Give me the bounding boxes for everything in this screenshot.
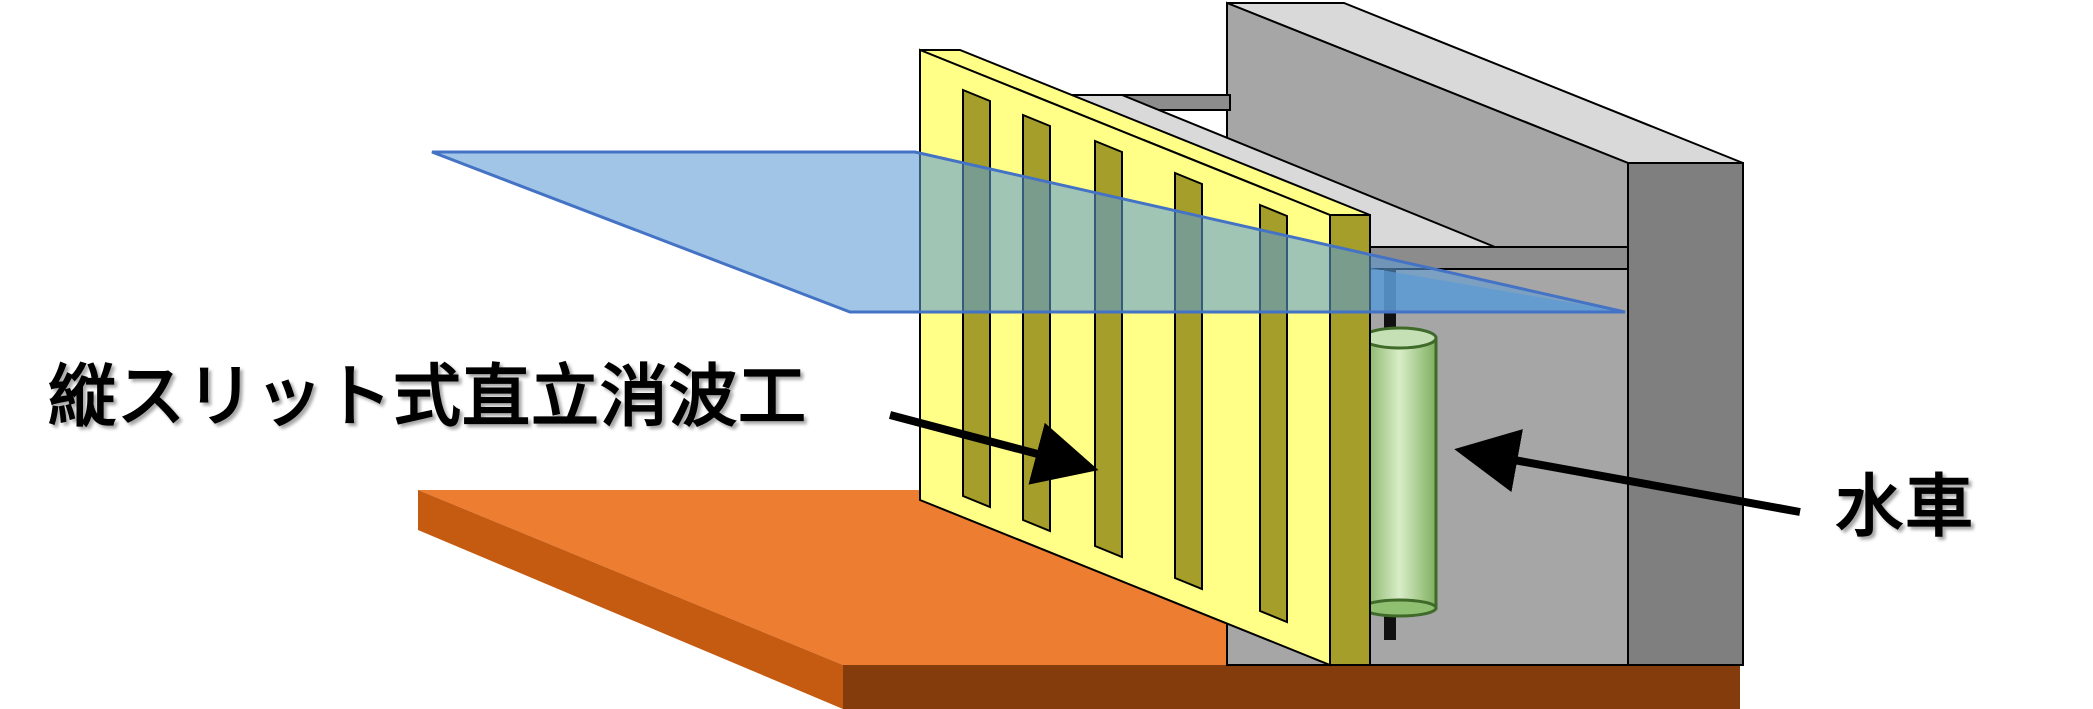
water-surface bbox=[431, 150, 1626, 314]
deck-slab bbox=[1069, 94, 1629, 270]
seabed-side bbox=[418, 490, 843, 709]
wheel-drum-top bbox=[1361, 326, 1438, 350]
wheel-drum-bottom bbox=[1361, 598, 1438, 618]
wheel-drum bbox=[1361, 336, 1438, 610]
slit-pointer-arrow bbox=[888, 411, 1099, 485]
water-wheel-label: 水車 bbox=[1835, 468, 1976, 547]
wall-side bbox=[1627, 162, 1744, 666]
slit-caisson-label: 縦スリット式直立消波工 bbox=[48, 358, 808, 437]
seabed-front bbox=[843, 665, 1740, 709]
wheel-pointer-arrow bbox=[1454, 429, 1801, 516]
